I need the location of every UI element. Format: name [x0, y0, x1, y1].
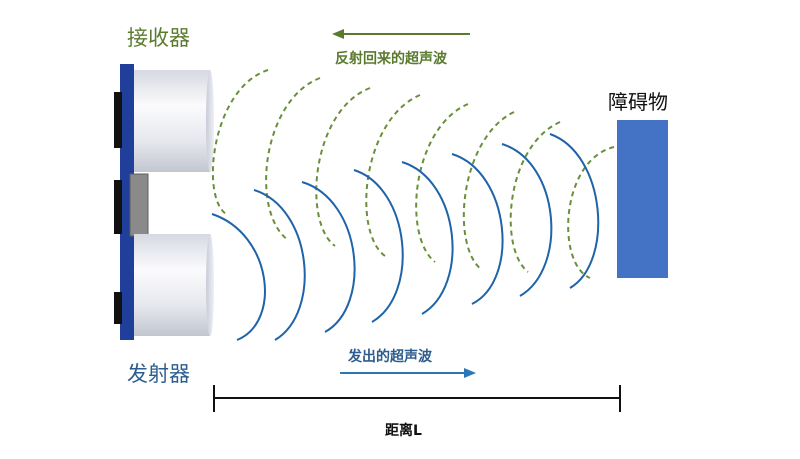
receiver-transducer: [134, 70, 214, 172]
emitted-wave-arc: [451, 153, 504, 305]
crystal-oscillator: [129, 173, 149, 237]
reflected-wave-label: 反射回来的超声波: [335, 51, 447, 67]
emitted-wave-arc: [549, 133, 600, 289]
emitted-wave-arc: [253, 189, 306, 341]
pin-3: [114, 292, 122, 324]
reflected-wave-arc: [567, 146, 615, 279]
emitted-wave-label: 发出的超声波: [348, 349, 432, 365]
reflected-wave-arc: [365, 94, 421, 257]
reflected-wave-arc: [415, 103, 469, 263]
distance-label: 距离L: [385, 423, 422, 439]
pin-1: [114, 92, 122, 148]
emitted-wave-arc: [353, 169, 404, 323]
reflected-wave-arc: [509, 121, 561, 273]
sensor-module: [114, 64, 214, 340]
circuit-board: [120, 64, 134, 340]
reflected-wave-arc: [315, 87, 371, 247]
reflected-wave-arc: [265, 77, 321, 241]
emitter-label: 发射器: [127, 362, 190, 386]
emitted-direction-arrow: [340, 368, 476, 378]
emitted-wave-arc: [501, 143, 553, 297]
pin-2: [114, 180, 122, 234]
emitted-wave-arc: [401, 161, 454, 315]
reflected-wave-arc: [462, 111, 515, 271]
emitted-wave-arc: [211, 213, 266, 341]
reflected-direction-arrow: [332, 29, 470, 39]
emitted-waves: [211, 133, 600, 341]
obstacle-label: 障碍物: [608, 90, 668, 114]
distance-bracket: [213, 385, 621, 412]
receiver-label: 接收器: [127, 26, 190, 50]
emitted-wave-arc: [301, 181, 356, 333]
obstacle-block: [617, 120, 668, 278]
reflected-waves: [211, 69, 615, 279]
reflected-wave-arc: [211, 69, 269, 215]
emitter-transducer: [134, 234, 214, 336]
